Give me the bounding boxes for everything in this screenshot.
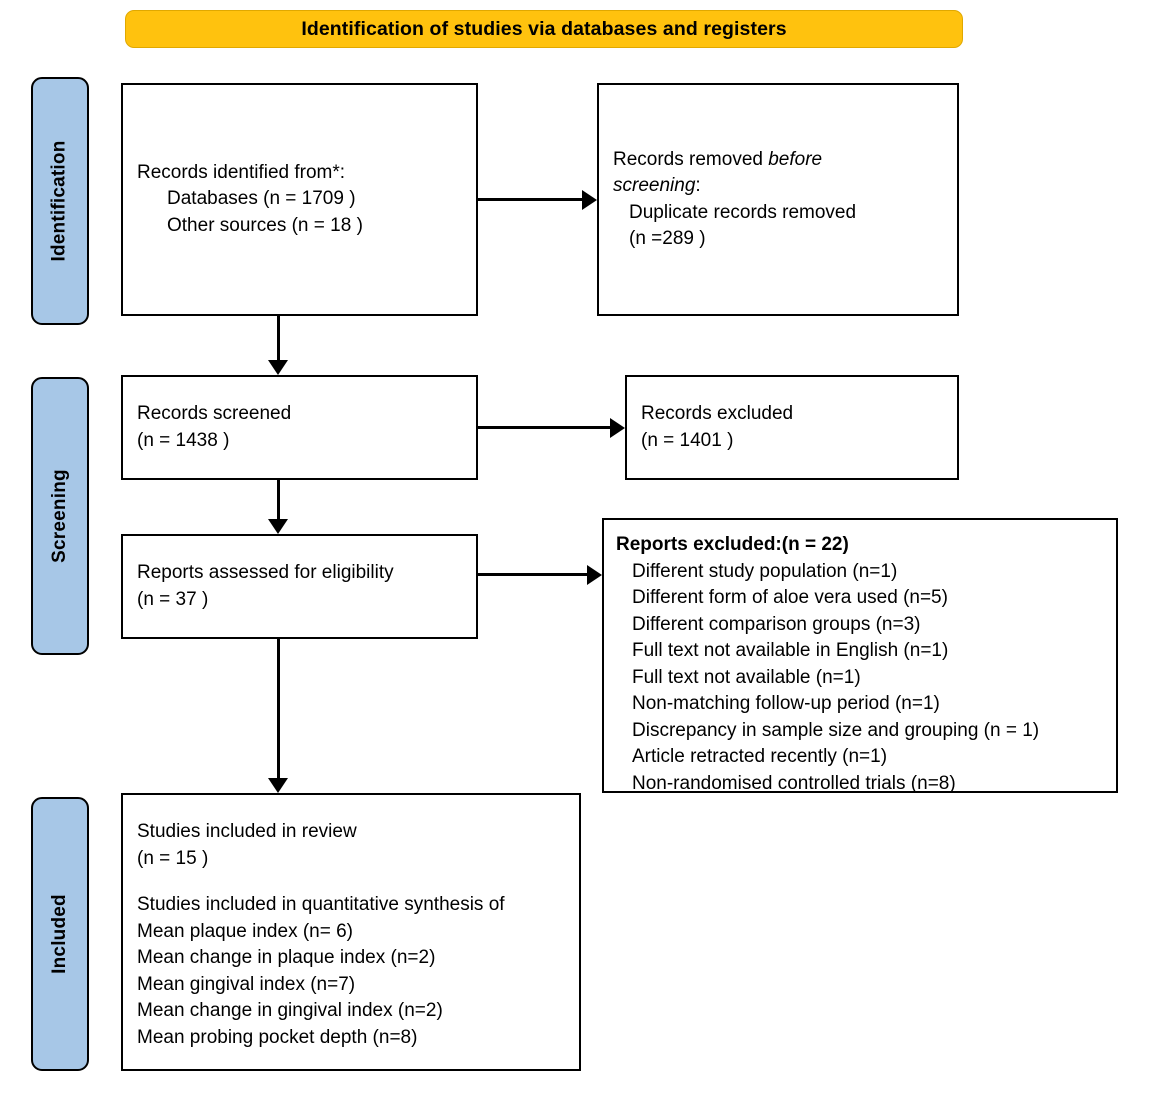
reports-excluded-reason: Different study population (n=1) [632, 560, 898, 582]
connector-identified-to-removed [478, 198, 582, 201]
reports-assessed-line-2: (n = 37 ) [137, 588, 209, 610]
synthesis-outcome: Mean probing pocket depth (n=8) [137, 1026, 418, 1048]
records-identified-line-2: Databases (n = 1709 ) [167, 188, 356, 210]
connector-screened-to-excluded [478, 426, 610, 429]
studies-included-line-2: (n = 15 ) [137, 847, 209, 869]
records-removed-line-3: Duplicate records removed [629, 201, 857, 223]
synthesis-outcome: Mean gingival index (n=7) [137, 973, 356, 995]
connector-identified-to-screened [277, 316, 280, 360]
records-identified-line-3: Other sources (n = 18 ) [167, 214, 363, 236]
studies-included-line-1: Studies included in review [137, 821, 357, 842]
arrowhead-eligibility-to-included [268, 778, 289, 793]
reports-excluded-heading: Reports excluded:(n = 22) [616, 534, 849, 555]
synthesis-outcome: Mean change in gingival index (n=2) [137, 1000, 443, 1021]
box-records-excluded: Records excluded (n = 1401 ) [625, 375, 959, 480]
reports-excluded-reason: Discrepancy in sample size and grouping … [632, 719, 1040, 741]
records-removed-colon: : [695, 175, 701, 196]
arrowhead-identified-to-screened [268, 360, 289, 375]
phase-banner-title: Identification of studies via databases … [301, 17, 787, 40]
studies-included-spacer [137, 872, 565, 892]
reports-assessed-line-1: Reports assessed for eligibility [137, 562, 394, 583]
records-removed-line-2: screening: [613, 173, 943, 200]
stage-label-identification-text: Identification [49, 140, 70, 262]
reports-excluded-reason: Different comparison groups (n=3) [632, 613, 921, 635]
stage-label-included: Included [31, 797, 89, 1071]
records-removed-screening-italic: screening [613, 175, 696, 196]
records-screened-line-1: Records screened [137, 403, 292, 424]
arrowhead-eligibility-to-reports-excluded [587, 564, 602, 585]
arrowhead-identified-to-removed [582, 189, 597, 210]
records-removed-text-plain: Records removed [613, 148, 769, 170]
connector-screened-to-eligibility [277, 480, 280, 519]
box-records-removed: Records removed before screening: Duplic… [597, 83, 959, 316]
records-removed-text-italic: before [768, 148, 823, 170]
records-removed-line-4: (n =289 ) [629, 228, 706, 249]
records-screened-line-2: (n = 1438 ) [137, 429, 230, 451]
box-records-identified: Records identified from*: Databases (n =… [121, 83, 478, 316]
records-excluded-line-1: Records excluded [641, 403, 794, 424]
reports-excluded-reason: Full text not available (n=1) [632, 666, 861, 688]
phase-banner-identification-databases: Identification of studies via databases … [125, 10, 963, 48]
synthesis-outcome: Mean plaque index (n= 6) [137, 920, 354, 942]
arrowhead-screened-to-excluded [610, 417, 625, 438]
stage-label-identification: Identification [31, 77, 89, 325]
records-excluded-line-2: (n = 1401 ) [641, 429, 734, 451]
reports-excluded-reason: Article retracted recently (n=1) [632, 746, 888, 767]
connector-eligibility-to-reports-excluded [478, 573, 587, 576]
stage-label-screening: Screening [31, 377, 89, 655]
reports-excluded-reason: Full text not available in English (n=1) [632, 640, 949, 661]
stage-label-included-text: Included [49, 894, 70, 974]
reports-excluded-reason: Different form of aloe vera used (n=5) [632, 587, 948, 608]
synthesis-outcome: Mean change in plaque index (n=2) [137, 947, 436, 968]
connector-eligibility-to-included [277, 639, 280, 778]
box-reports-excluded-reasons: Reports excluded:(n = 22) Different stud… [602, 518, 1118, 794]
studies-included-synthesis-heading: Studies included in quantitative synthes… [137, 894, 505, 915]
records-identified-line-1: Records identified from*: [137, 161, 346, 183]
box-reports-assessed-eligibility: Reports assessed for eligibility (n = 37… [121, 534, 478, 639]
reports-excluded-reason: Non-randomised controlled trials (n=8) [632, 772, 956, 794]
box-studies-included: Studies included in review (n = 15 ) Stu… [121, 793, 581, 1071]
stage-label-screening-text: Screening [49, 469, 71, 563]
reports-excluded-reason: Non-matching follow-up period (n=1) [632, 693, 940, 714]
box-records-screened: Records screened (n = 1438 ) [121, 375, 478, 480]
records-removed-line-1: Records removed before [613, 147, 943, 174]
arrowhead-screened-to-eligibility [268, 519, 289, 534]
